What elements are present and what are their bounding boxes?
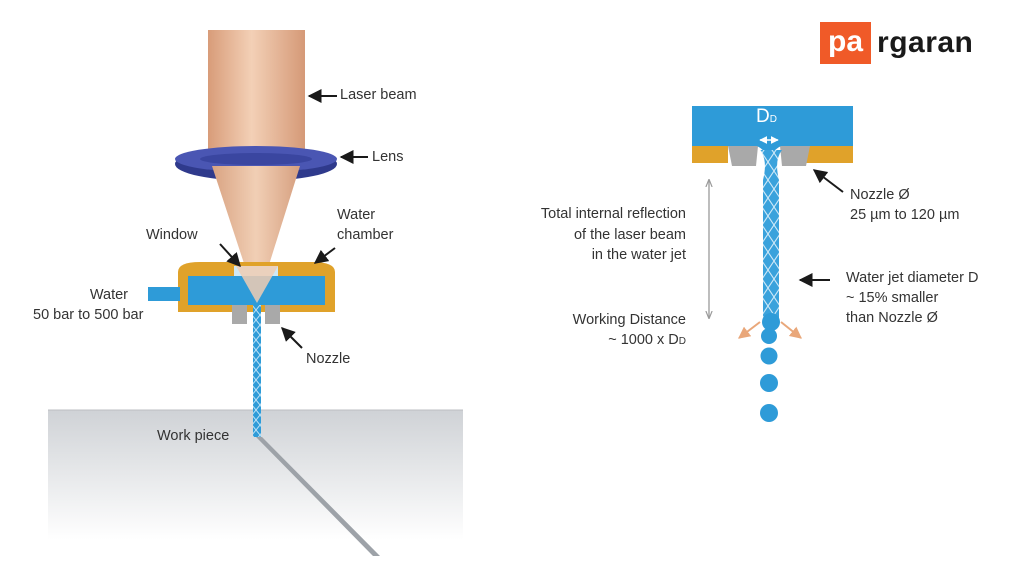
label-nozzle: Nozzle [306, 351, 351, 367]
laser-beam [208, 30, 305, 162]
label-tir-3: in the water jet [591, 247, 686, 263]
logo-highlight: pa [820, 22, 872, 64]
water-jet-right [760, 150, 782, 318]
water-jet [253, 305, 261, 437]
pargaran-logo: pa rgaran [820, 22, 973, 64]
label-working-distance-1: Working Distance [572, 312, 686, 328]
label-work-piece: Work piece [157, 428, 230, 444]
label-water-chamber-1: Water [337, 207, 376, 223]
droplets [760, 313, 780, 422]
label-jet-dia-1: Water jet diameter D [846, 270, 979, 286]
label-working-distance-2: ~ 1000 x DD [608, 332, 686, 348]
label-jet-dia-3: than Nozzle Ø [846, 310, 938, 326]
label-nozzle-dia-1: Nozzle Ø [850, 187, 910, 203]
label-lens: Lens [372, 149, 404, 165]
label-dd: DD [756, 106, 777, 127]
label-water-2: 50 bar to 500 bar [33, 307, 144, 323]
logo-text: rgaran [877, 26, 974, 59]
focus-cone [212, 166, 300, 303]
label-window: Window [146, 227, 198, 243]
label-water-chamber-2: chamber [337, 227, 394, 243]
label-tir-1: Total internal reflection [540, 206, 686, 222]
label-nozzle-dia-2: 25 µm to 120 µm [850, 207, 960, 223]
label-tir-2: of the laser beam [573, 227, 686, 243]
label-laser-beam: Laser beam [340, 87, 417, 103]
label-water-1: Water [89, 287, 128, 303]
label-jet-dia-2: ~ 15% smaller [846, 290, 939, 306]
